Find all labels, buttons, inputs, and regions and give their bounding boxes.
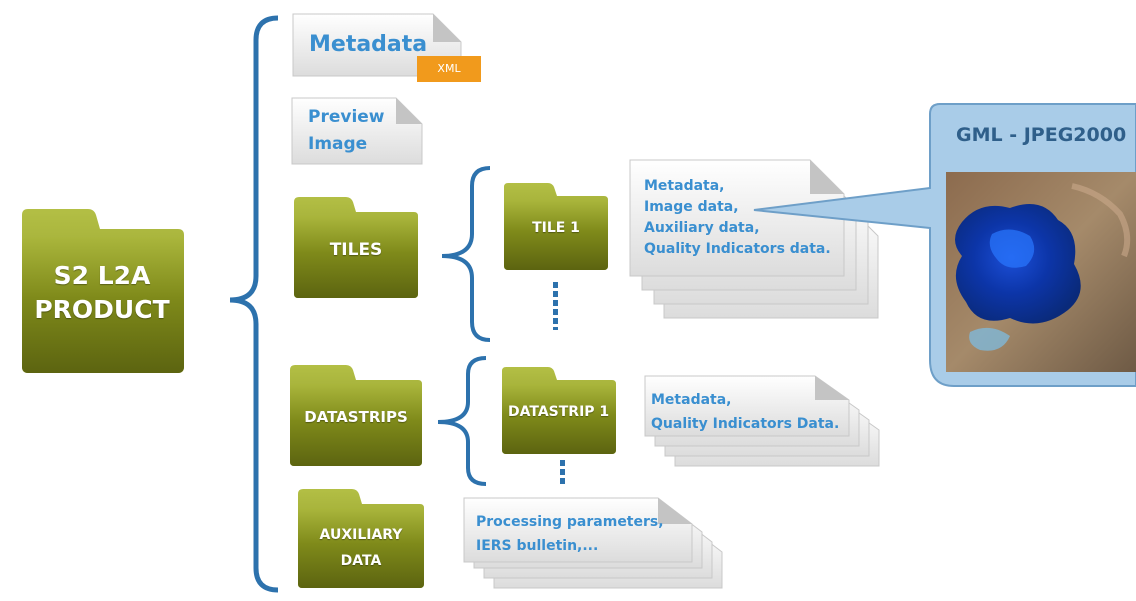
- tile1-folder: TILE 1: [502, 182, 610, 270]
- tile1-desc: Metadata, Image data, Auxiliary data, Qu…: [644, 178, 831, 257]
- datastrip-ellipsis: [560, 460, 565, 486]
- folder-icon: [290, 365, 422, 466]
- tiles-label: TILES: [329, 240, 383, 260]
- folder-icon: [294, 197, 418, 298]
- preview-label: Preview Image: [308, 107, 385, 154]
- main-brace: [229, 15, 279, 593]
- tiles-brace: [441, 166, 491, 342]
- root-label: S2 L2A PRODUCT: [34, 261, 170, 324]
- folder-icon: [298, 489, 424, 588]
- tiles-folder: TILES: [292, 196, 420, 298]
- document-stack-icon: [644, 375, 880, 467]
- metadata-label: Metadata: [309, 32, 428, 57]
- auxiliary-folder: AUXILIARY DATA: [296, 488, 426, 588]
- datastrips-brace: [437, 356, 487, 486]
- preview-doc: Preview Image: [291, 97, 423, 165]
- datastrip1-label: DATASTRIP 1: [508, 404, 610, 420]
- document-stack-icon: [463, 497, 723, 589]
- auxiliary-desc: Processing parameters, IERS bulletin,...: [476, 514, 664, 554]
- gml-title: GML - JPEG2000: [956, 124, 1127, 146]
- folder-icon: [22, 209, 184, 373]
- document-icon: [291, 97, 423, 165]
- gml-callout: [753, 103, 1136, 387]
- folder-icon: [502, 367, 616, 454]
- datastrips-label: DATASTRIPS: [304, 408, 408, 426]
- auxiliary-label: AUXILIARY DATA: [319, 527, 403, 569]
- xml-badge: XML: [417, 56, 481, 82]
- datastrip1-doc-stack: Metadata, Quality Indicators Data.: [644, 375, 881, 468]
- tile-ellipsis: [553, 282, 558, 330]
- datastrip1-folder: DATASTRIP 1: [500, 366, 618, 454]
- datastrip1-desc: Metadata, Quality Indicators Data.: [651, 392, 840, 432]
- auxiliary-doc-stack: Processing parameters, IERS bulletin,...: [463, 497, 724, 590]
- folder-icon: [504, 183, 608, 270]
- datastrips-folder: DATASTRIPS: [288, 364, 424, 466]
- root-folder: S2 L2A PRODUCT: [18, 207, 186, 375]
- tile1-label: TILE 1: [532, 220, 580, 236]
